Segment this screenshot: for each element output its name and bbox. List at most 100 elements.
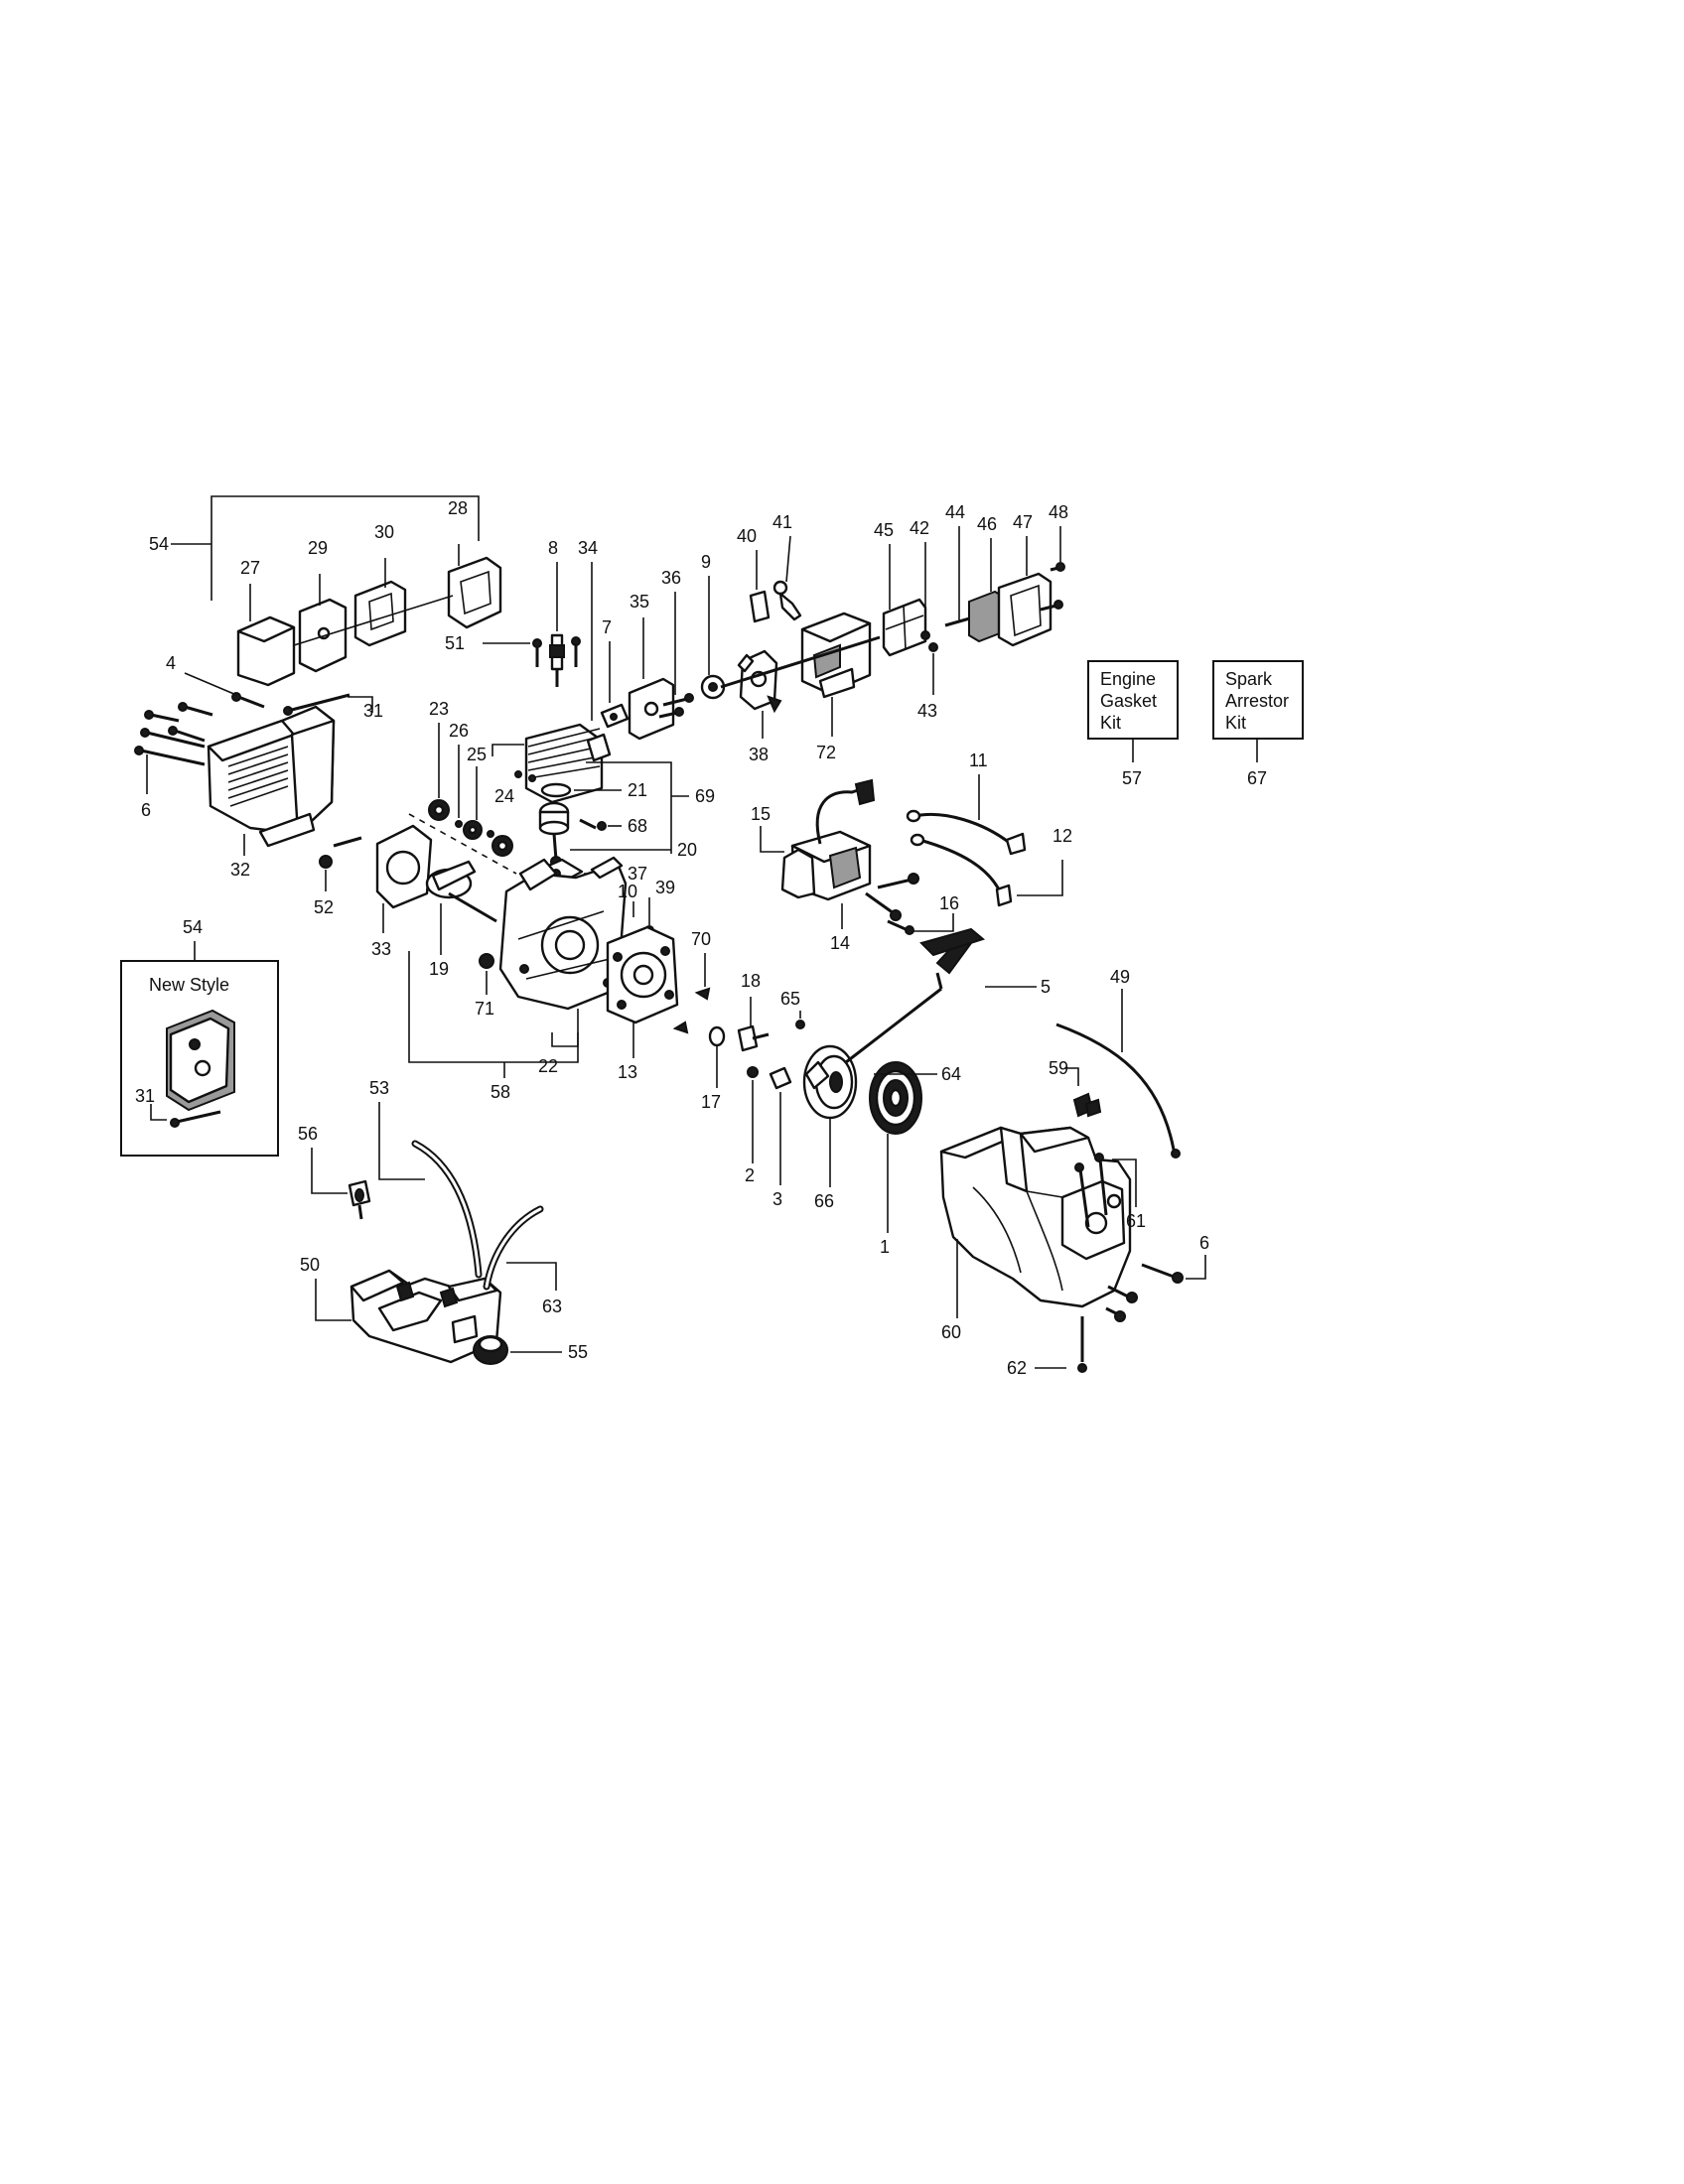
part-50-fuel-tank [315,1269,502,1364]
part-36-screws [658,592,694,719]
part-66-pulley [802,1044,858,1187]
part-47-filter-cover [997,536,1052,647]
callout-23: 23 [429,699,449,719]
callout-63: 63 [542,1297,562,1316]
callout-43: 43 [917,701,937,721]
callout-32: 32 [230,860,250,880]
part-72-air-cleaner-base [800,612,872,737]
callout-61: 61 [1126,1211,1146,1231]
callout-53: 53 [369,1078,389,1098]
part-23-bearing [428,723,450,821]
part-18-spindle [737,997,770,1052]
callout-28: 28 [448,498,468,518]
bracket-58 [408,951,579,1078]
part-64-starter-rope [845,987,942,1075]
part-42-washer [920,542,930,640]
part-49-throttle-cable [1055,989,1181,1159]
callout-1: 1 [880,1237,890,1257]
callout-39: 39 [655,878,675,897]
callout-18: 18 [741,971,761,991]
callout-20: 20 [677,840,697,860]
spark-arrestor-kit-line3: Kit [1225,713,1246,733]
spark-arrestor-kit-line2: Arrestor [1225,691,1289,711]
callout-52: 52 [314,897,334,917]
callout-4: 4 [166,653,176,673]
callout-7: 7 [602,617,612,637]
callout-29: 29 [308,538,328,558]
callout-58: 58 [491,1082,510,1102]
callout-33: 33 [371,939,391,959]
callout-15: 15 [751,804,771,824]
part-52-nut [319,836,362,891]
callout-34: 34 [578,538,598,558]
part-16-screws [887,913,954,935]
callout-6-right: 6 [1199,1233,1209,1253]
part-35-insulator [628,617,675,741]
part-60-engine-housing [939,1126,1132,1318]
callout-60: 60 [941,1322,961,1342]
callout-55: 55 [568,1342,588,1362]
part-13-starter-housing [606,925,679,1058]
part-65-screw [795,1011,805,1029]
assembly-axis-dash [408,813,517,875]
shroud-screws [134,672,265,794]
callout-35: 35 [630,592,649,612]
callout-67: 67 [1247,768,1267,788]
callout-69: 69 [695,786,715,806]
part-43-washer [928,642,938,695]
part-45-filter-frame [882,544,927,657]
callout-66: 66 [814,1191,834,1211]
part-51-screws [483,636,581,667]
callout-10: 10 [618,882,637,901]
spark-arrestor-kit-box [1212,660,1304,762]
part-14-ignition-module [760,778,919,929]
callout-16: 16 [939,893,959,913]
callout-49: 49 [1110,967,1130,987]
part-11-wire [906,774,1027,856]
callout-54-new-style: 54 [183,917,203,937]
new-style-box [120,941,279,1157]
callout-8: 8 [548,538,558,558]
part-5-starter-handle [919,927,1037,990]
callout-37: 37 [628,864,647,884]
callout-14: 14 [830,933,850,953]
part-20-piston [538,801,671,868]
part-31-spring [283,693,373,716]
part-48-screws [1040,526,1065,612]
callout-46: 46 [977,514,997,534]
part-38-carburetor [737,649,782,739]
part-70-pawl [672,953,711,1034]
callout-24: 24 [494,786,514,806]
part-40-plate [749,550,771,623]
part-71-nut [479,953,494,995]
callout-57: 57 [1122,768,1142,788]
part-61-screws [1074,1153,1137,1228]
part-9-gasket [700,576,726,700]
callout-22: 22 [538,1056,558,1076]
callout-38: 38 [749,745,769,764]
part-30-muffler-gasket [353,558,407,647]
carburetor-screw [720,635,881,689]
callout-36: 36 [661,568,681,588]
callout-25: 25 [467,745,487,764]
part-59-clip [1064,1067,1102,1118]
part-2-screw [747,1066,759,1163]
callout-17: 17 [701,1092,721,1112]
callout-47: 47 [1013,512,1033,532]
callout-5: 5 [1041,977,1051,997]
callout-64: 64 [941,1064,961,1084]
part-34-cylinder [491,562,612,804]
part-68-pin [579,818,622,831]
callout-11: 11 [969,751,988,770]
callout-51: 51 [445,633,465,653]
callout-40: 40 [737,526,757,546]
part-62-washer [1035,1316,1087,1373]
part-8-spark-plug [549,562,565,687]
callout-71: 71 [475,999,494,1019]
callout-50: 50 [300,1255,320,1275]
part-1-recoil-spring [869,1061,922,1233]
part-21-ring [540,782,622,798]
callout-62: 62 [1007,1358,1027,1378]
bracket-54 [171,495,480,601]
